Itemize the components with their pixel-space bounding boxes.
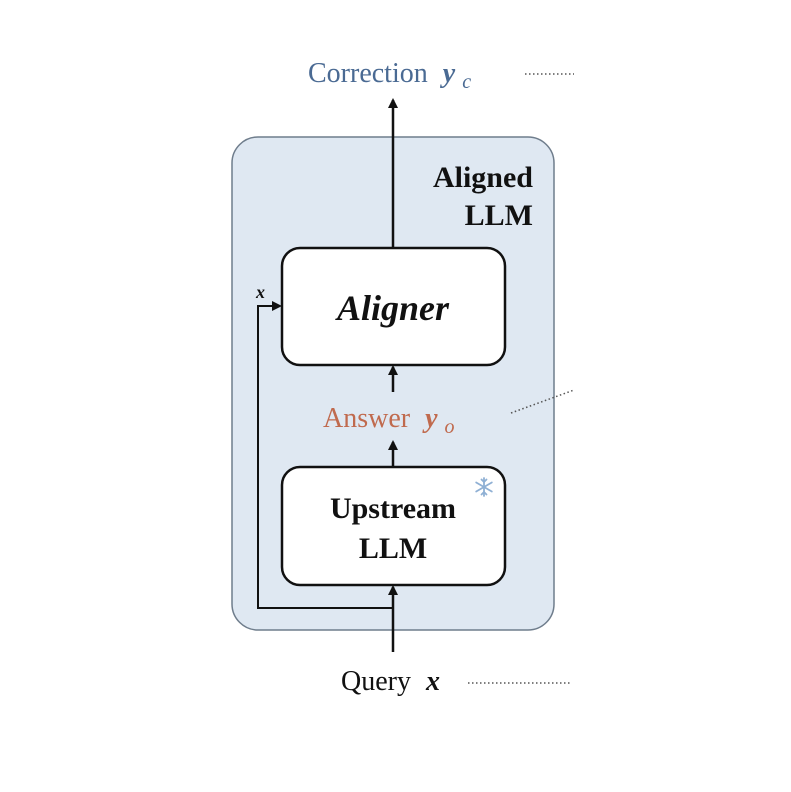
answer-subscript: o bbox=[445, 416, 455, 438]
query-variable: x bbox=[425, 666, 440, 697]
query-label: Query x bbox=[341, 666, 440, 697]
query-text: Query bbox=[341, 666, 411, 697]
upstream-llm-label-line1: Upstream bbox=[330, 492, 456, 525]
correction-subscript: c bbox=[462, 71, 471, 93]
aligned-llm-label-line1: Aligned bbox=[433, 161, 533, 194]
answer-variable: y bbox=[422, 403, 438, 434]
arrow-query-bypass-to-aligner bbox=[257, 301, 393, 609]
correction-label: Correction y c bbox=[308, 58, 471, 93]
answer-label: Answer y o bbox=[323, 403, 455, 438]
upstream-llm-label-line2: LLM bbox=[359, 532, 427, 565]
aligned-llm-label-line2: LLM bbox=[465, 199, 533, 232]
aligner-label: Aligner bbox=[335, 288, 450, 328]
correction-variable: y bbox=[440, 58, 456, 89]
answer-text: Answer bbox=[323, 403, 411, 434]
x-input-label: x bbox=[255, 282, 265, 302]
upstream-llm-box bbox=[280, 465, 507, 587]
correction-text: Correction bbox=[308, 58, 428, 89]
snowflake-icon bbox=[475, 477, 493, 497]
